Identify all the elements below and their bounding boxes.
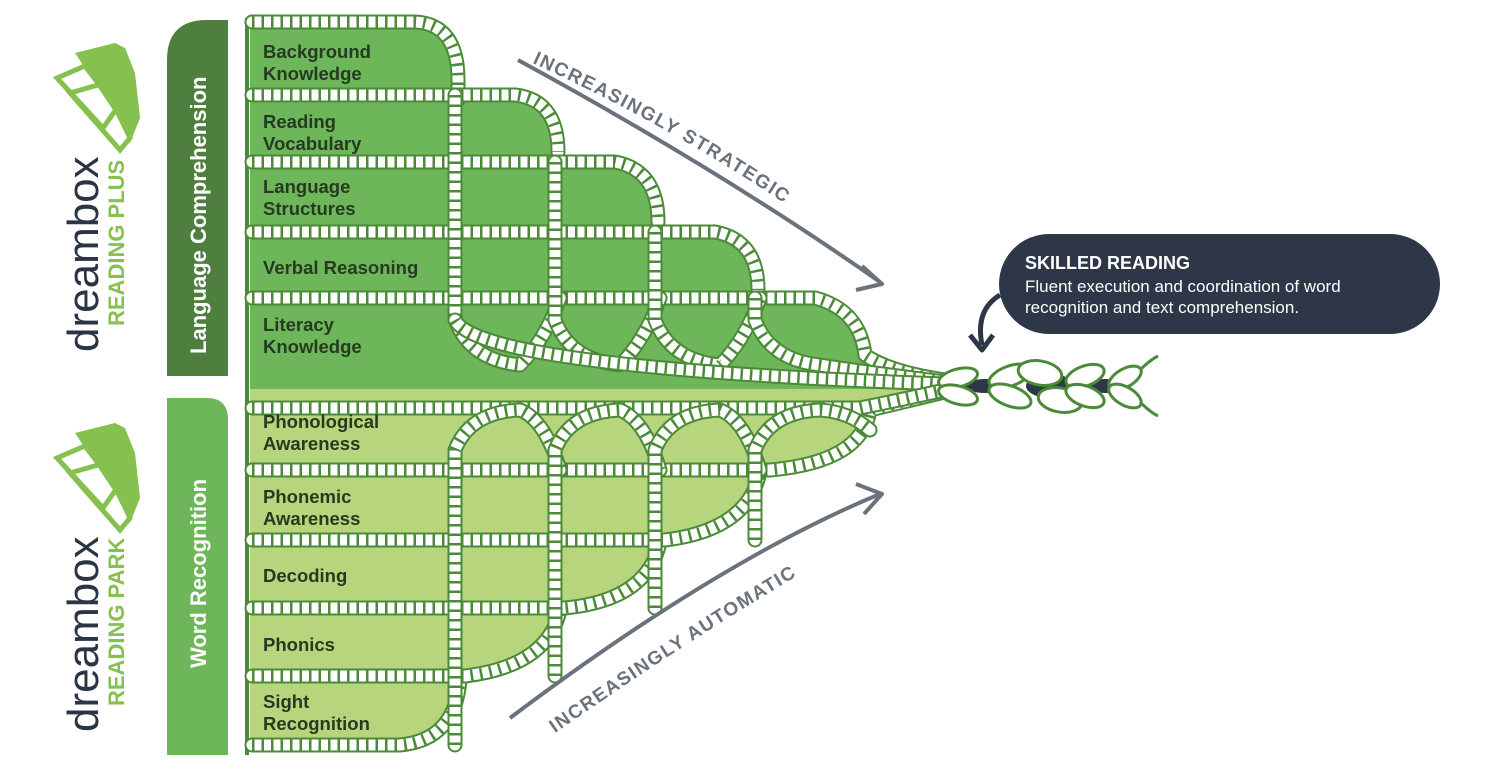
arrowhead-icon: [968, 333, 996, 353]
section-tab-language-comprehension: Language Comprehension: [167, 20, 228, 376]
rope-strand: [252, 89, 564, 153]
arrowhead-icon: [855, 482, 884, 516]
rope-strand: [252, 292, 946, 386]
rope-strand: [749, 404, 876, 546]
strand-label-line1: Phonological: [263, 411, 379, 432]
strand-label-line1: Decoding: [263, 565, 347, 586]
strand-phonics: Phonics: [263, 634, 335, 655]
strand-label-line2: Awareness: [263, 508, 360, 529]
rope-strands: [244, 14, 953, 753]
bird-icon: [52, 43, 140, 154]
brand-name: dreambox: [59, 156, 108, 352]
callout-text-line2: recognition and text comprehension.: [1025, 298, 1299, 317]
strand-label-line1: Verbal Reasoning: [263, 257, 418, 278]
brand-logo-reading-park: dreambox READING PARK: [52, 423, 140, 732]
arrowhead-icon: [855, 264, 884, 292]
skilled-reading-callout: SKILLED READING Fluent execution and coo…: [968, 234, 1440, 353]
strand-label-line2: Structures: [263, 198, 356, 219]
strand-label-line1: Sight: [263, 691, 309, 712]
braided-rope-end: [937, 354, 1159, 418]
arrow-line: [517, 58, 882, 284]
callout-title: SKILLED READING: [1025, 253, 1190, 273]
section-title: Language Comprehension: [186, 77, 211, 354]
rope-strand: [246, 226, 764, 296]
strand-label-line1: Phonics: [263, 634, 335, 655]
brand-logo-reading-plus: dreambox READING PLUS: [52, 43, 140, 352]
strand-verbal-reasoning: Verbal Reasoning: [263, 257, 418, 278]
strand-label-line1: Reading: [263, 111, 336, 132]
strand-label-line2: Awareness: [263, 433, 360, 454]
rope-strand: [649, 232, 766, 371]
strand-label-line2: Knowledge: [263, 63, 362, 84]
rope-strand: [450, 316, 946, 390]
rope-strand: [449, 404, 566, 745]
strand-label-line2: Vocabulary: [263, 133, 362, 154]
rope-strand: [649, 404, 766, 608]
word-recognition-area: [250, 389, 945, 748]
strand-label-line2: Knowledge: [263, 336, 362, 357]
strand-label-line1: Language: [263, 176, 350, 197]
rope-strand: [252, 384, 947, 414]
strand-label-line1: Phonemic: [263, 486, 351, 507]
rope-strand: [252, 16, 464, 100]
section-tab-word-recognition: Word Recognition: [167, 398, 228, 755]
strand-label-line1: Background: [263, 41, 371, 62]
strand-decoding: Decoding: [263, 565, 347, 586]
strand-label-line2: Recognition: [263, 713, 370, 734]
brand-name: dreambox: [59, 536, 108, 732]
brand-product: READING PARK: [104, 538, 129, 706]
callout-pointer: [978, 292, 1002, 346]
rope-strand: [549, 404, 666, 682]
brand-product: READING PLUS: [104, 160, 129, 326]
bird-icon: [52, 423, 140, 534]
callout-text-line1: Fluent execution and coordination of wor…: [1025, 277, 1341, 296]
section-title: Word Recognition: [186, 479, 211, 668]
strand-label-line1: Literacy: [263, 314, 335, 335]
arrow-line: [508, 492, 881, 720]
rope-strand: [252, 386, 947, 476]
rope-strand: [246, 156, 664, 228]
rope-strand: [252, 679, 466, 751]
